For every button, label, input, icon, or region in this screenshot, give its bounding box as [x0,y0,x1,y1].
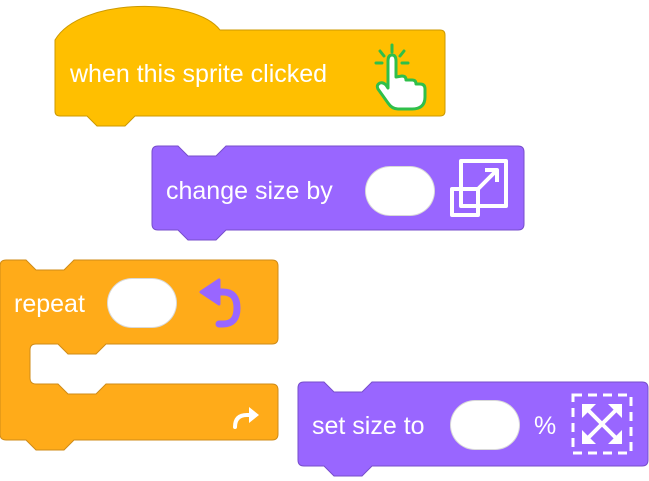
repeat-block[interactable]: repeat [0,259,279,460]
percent-label: % [534,412,557,440]
repeat-count-input[interactable] [107,278,177,328]
fullscreen-icon [571,393,633,455]
set-size-to-block[interactable]: set size to % [297,381,649,478]
resize-icon [450,159,508,217]
repeat-arrow-icon [233,407,259,429]
hat-block-shape [54,5,446,127]
block-label: when this sprite clicked [70,60,328,88]
change-size-by-block[interactable]: change size by [151,145,525,246]
set-size-input[interactable] [450,400,520,450]
hand-click-icon [374,43,427,111]
block-label: set size to [312,412,425,440]
block-label: repeat [14,290,85,318]
change-size-input[interactable] [365,166,435,216]
block-label: change size by [166,177,333,205]
when-sprite-clicked-block[interactable]: when this sprite clicked [54,5,446,130]
loop-arrow-icon [199,278,241,328]
stack-block-shape [151,145,525,241]
c-block-shape [0,259,279,451]
